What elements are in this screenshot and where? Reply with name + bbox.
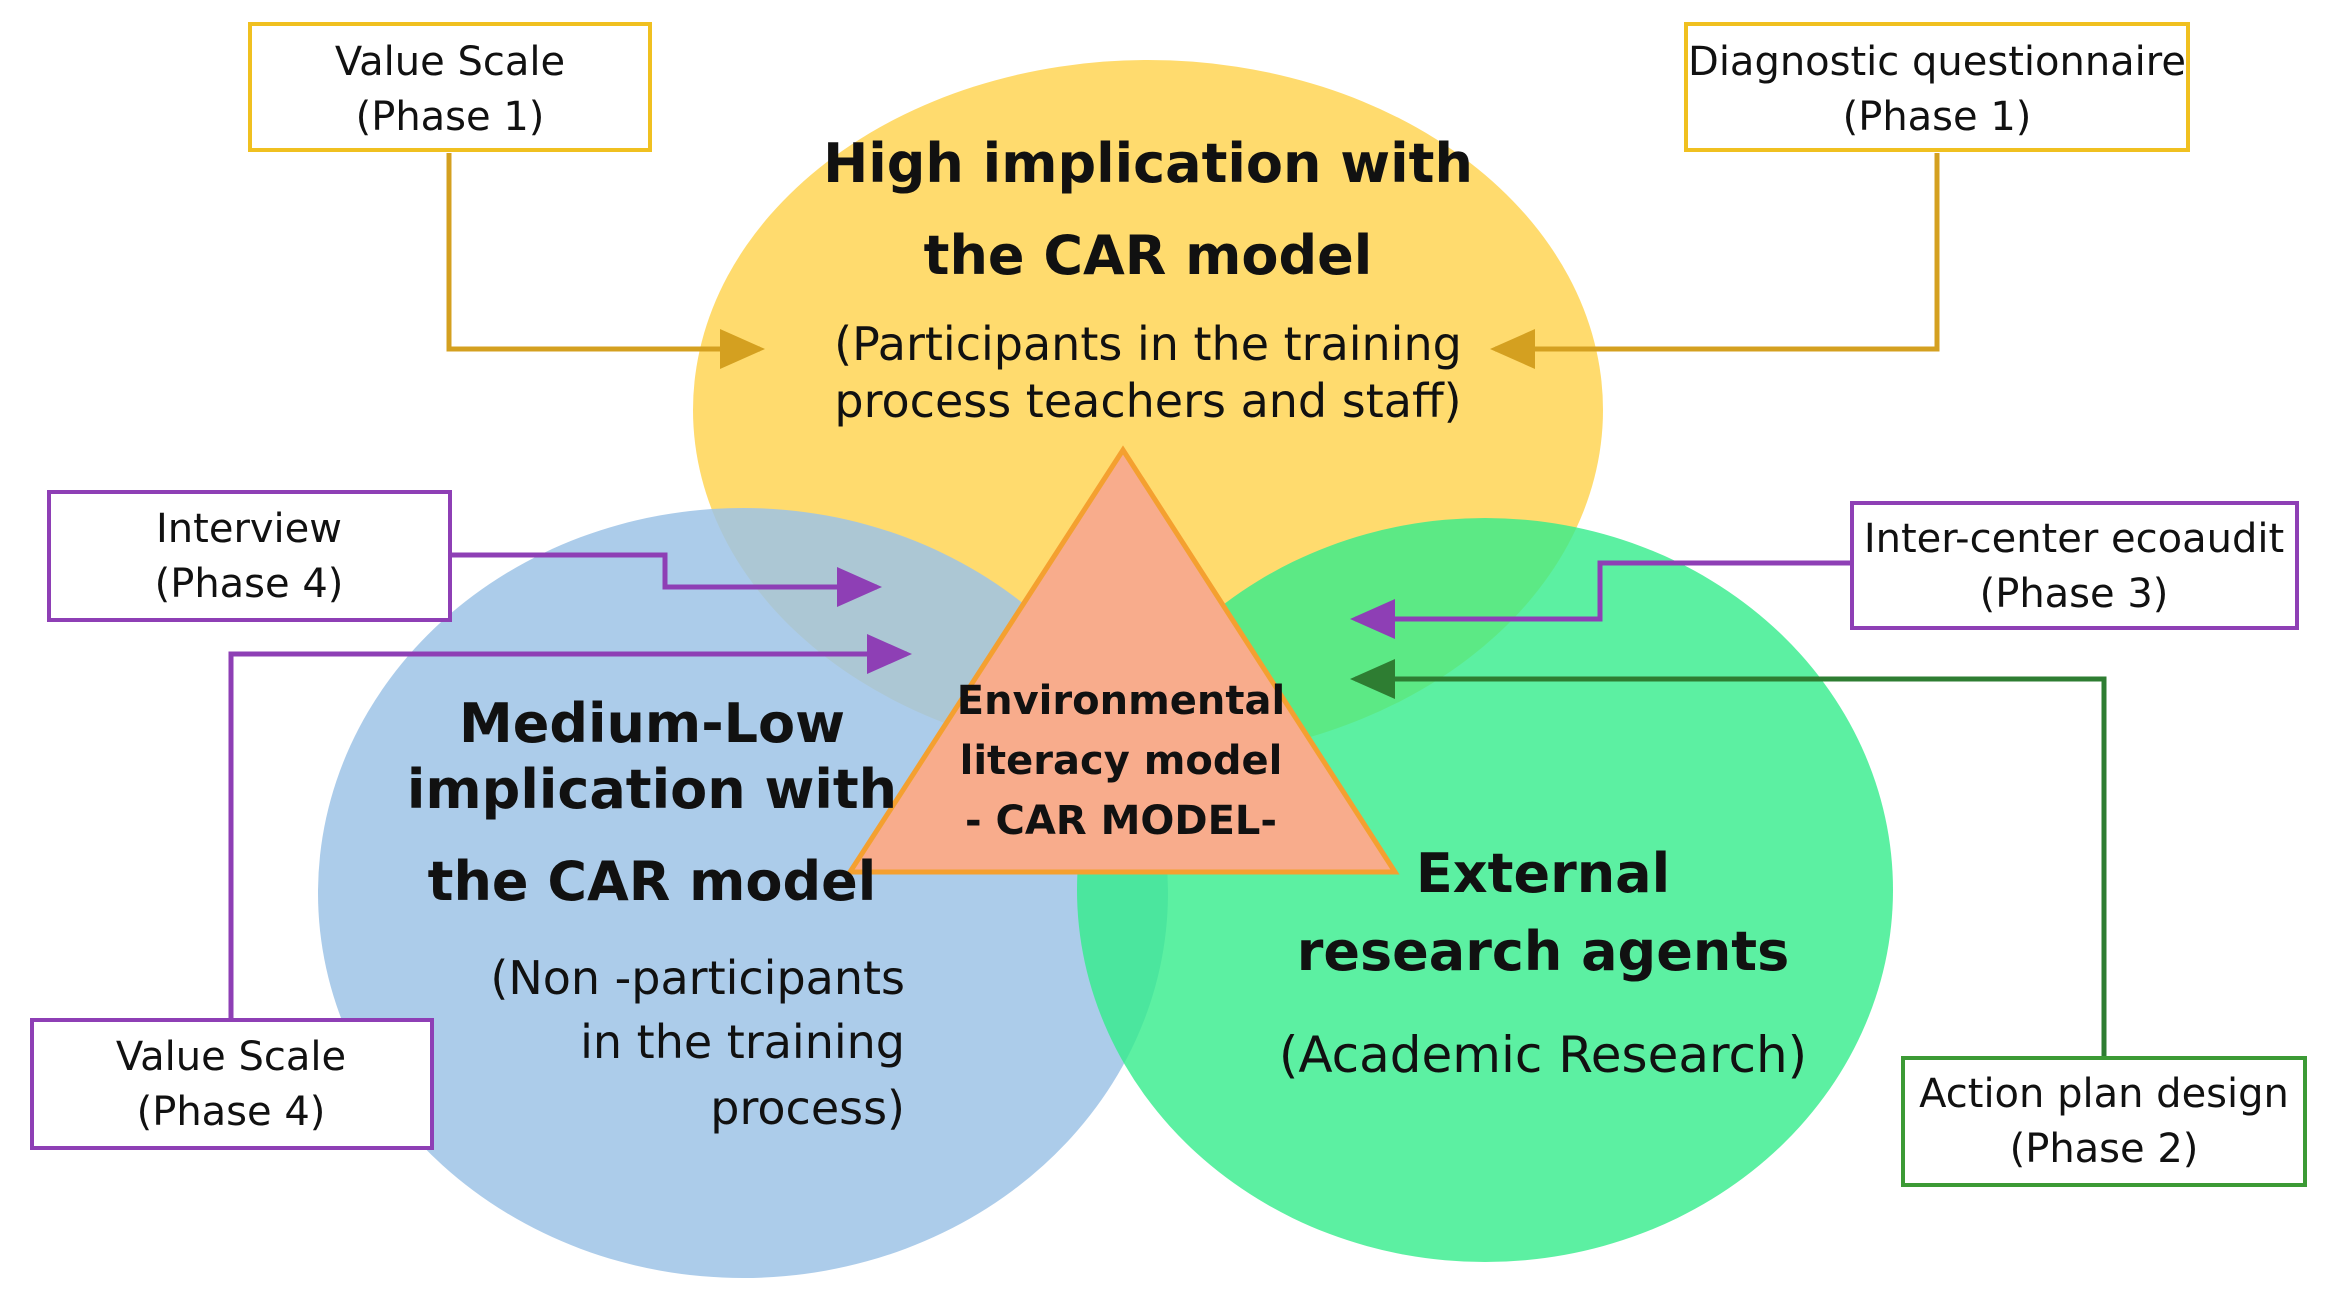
arrow-value-scale-p4 — [228, 634, 912, 1018]
arrow-action-plan-p2 — [1350, 659, 2107, 1056]
left-sub-line1: (Non -participants — [490, 951, 905, 1005]
box-ecoaudit-p3 — [1850, 501, 2299, 630]
box-value-scale-p1 — [248, 22, 652, 152]
box-value-scale-p1-line1: Value Scale — [335, 39, 565, 85]
box-value-scale-p1-line2: (Phase 1) — [356, 94, 545, 140]
box-interview-p4 — [47, 490, 452, 622]
arrow-diagnostic-p1 — [1490, 153, 1940, 369]
left-title-line3: the CAR model — [428, 850, 877, 913]
box-value-scale-p4-line2: (Phase 4) — [137, 1089, 326, 1135]
arrow-value-scale-p1 — [446, 153, 765, 369]
left-sub-line3: process) — [710, 1081, 905, 1135]
box-interview-p4-line1: Interview — [156, 506, 342, 552]
top-sub-line2: process teachers and staff) — [834, 374, 1461, 428]
right-sub-line1: (Academic Research) — [1279, 1026, 1807, 1084]
box-ecoaudit-p3-line1: Inter-center ecoaudit — [1864, 516, 2284, 562]
box-ecoaudit-p3-line2: (Phase 3) — [1980, 571, 2169, 617]
center-line1: Environmental — [957, 678, 1285, 724]
center-triangle — [845, 445, 1400, 875]
circle-medium-low-implication — [318, 508, 1168, 1278]
box-action-plan-p2-line1: Action plan design — [1919, 1071, 2289, 1117]
box-diagnostic-p1-line2: (Phase 1) — [1843, 94, 2032, 140]
left-title-line2: implication with — [407, 758, 897, 821]
box-value-scale-p4 — [30, 1018, 434, 1150]
box-action-plan-p2-line2: (Phase 2) — [2010, 1126, 2199, 1172]
left-title-line1: Medium-Low — [459, 692, 845, 755]
box-diagnostic-p1 — [1684, 22, 2190, 152]
box-action-plan-p2 — [1901, 1056, 2307, 1187]
box-value-scale-p4-line1: Value Scale — [116, 1034, 346, 1080]
top-title-line2: the CAR model — [924, 224, 1373, 287]
right-title-line1: External — [1416, 842, 1670, 905]
top-title-line1: High implication with — [823, 132, 1473, 195]
box-diagnostic-p1-line1: Diagnostic questionnaire — [1688, 39, 2186, 85]
right-title-line2: research agents — [1297, 920, 1789, 983]
center-line2: literacy model — [960, 738, 1283, 784]
arrow-interview-p4 — [452, 552, 882, 607]
left-sub-line2: in the training — [580, 1015, 905, 1069]
center-line3: - CAR MODEL- — [965, 798, 1277, 844]
arrow-ecoaudit-p3 — [1350, 560, 1852, 639]
top-sub-line1: (Participants in the training — [834, 317, 1462, 371]
box-interview-p4-line2: (Phase 4) — [155, 561, 344, 607]
